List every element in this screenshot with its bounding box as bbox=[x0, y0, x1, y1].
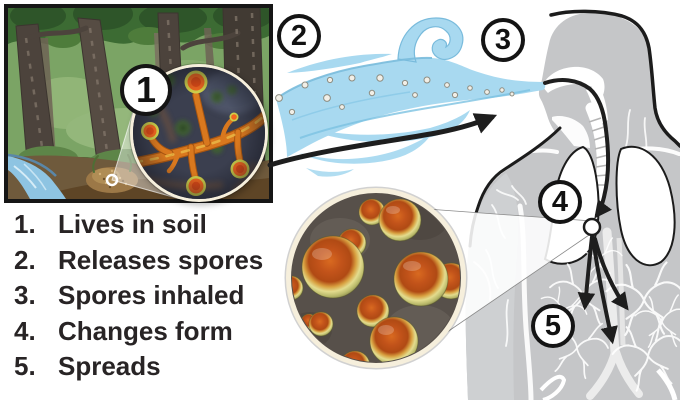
step-5-badge-number: 5 bbox=[544, 309, 562, 342]
airway-arrow bbox=[543, 78, 612, 219]
wind-ribbon-2 bbox=[300, 133, 432, 164]
legend-item-5: 5. Spreads bbox=[14, 349, 263, 385]
legend-item-2: 2. Releases spores bbox=[14, 243, 263, 279]
wind-curl bbox=[397, 17, 464, 63]
magnified-yeast-inset bbox=[284, 186, 468, 370]
stream bbox=[8, 153, 66, 199]
magnifier-origin-marker bbox=[105, 173, 119, 187]
legend-item-1: 1. Lives in soil bbox=[14, 207, 263, 243]
step-3-badge-number: 3 bbox=[494, 23, 512, 56]
step-1-badge-number: 1 bbox=[135, 69, 157, 110]
spore-dots bbox=[275, 74, 515, 116]
legend-item-3: 3. Spores inhaled bbox=[14, 278, 263, 314]
step-5-badge: 5 bbox=[531, 304, 575, 348]
wind-ribbon-upper bbox=[287, 53, 392, 73]
spread-arrow-down bbox=[591, 236, 618, 345]
trachea bbox=[585, 102, 609, 204]
step-2-badge: 2 bbox=[277, 14, 321, 58]
tree-branches bbox=[25, 25, 241, 51]
infection-site-marker bbox=[582, 217, 602, 237]
step-1-badge: 1 bbox=[120, 64, 172, 116]
head-outline bbox=[549, 9, 680, 148]
legend-item-2-number: 2. bbox=[14, 244, 36, 275]
spread-arrow-right bbox=[593, 237, 629, 311]
legend-item-1-number: 1. bbox=[14, 209, 36, 240]
wind-top-edge bbox=[275, 56, 433, 100]
yeast-cells bbox=[292, 198, 460, 362]
step-4-badge-number: 4 bbox=[551, 185, 569, 218]
inhale-arrow bbox=[267, 113, 498, 168]
legend-item-3-label: Spores inhaled bbox=[58, 280, 245, 311]
legend-item-2-label: Releases spores bbox=[58, 244, 264, 275]
wind-ribbon-3 bbox=[306, 168, 354, 177]
wind-swoosh bbox=[275, 17, 546, 177]
wind-band bbox=[276, 57, 546, 158]
magnified-mold-inset bbox=[130, 64, 268, 202]
spread-arrow-left bbox=[577, 235, 596, 311]
step-3-badge: 3 bbox=[481, 18, 525, 62]
legend-item-5-number: 5. bbox=[14, 351, 36, 382]
throat bbox=[552, 116, 590, 148]
legend-item-1-label: Lives in soil bbox=[58, 209, 207, 240]
legend-item-4: 4. Changes form bbox=[14, 314, 263, 350]
legend-item-4-number: 4. bbox=[14, 315, 36, 346]
flow-arrows bbox=[267, 78, 629, 345]
legend-item-4-label: Changes form bbox=[58, 315, 233, 346]
wind-flow-lines bbox=[291, 89, 531, 139]
step-4-badge: 4 bbox=[538, 180, 582, 224]
step-2-badge-number: 2 bbox=[290, 19, 308, 52]
legend-item-5-label: Spreads bbox=[58, 351, 161, 382]
right-lung bbox=[615, 145, 676, 267]
steps-legend: 1. Lives in soil 2. Releases spores 3. S… bbox=[14, 207, 263, 385]
legend-item-3-number: 3. bbox=[14, 280, 36, 311]
